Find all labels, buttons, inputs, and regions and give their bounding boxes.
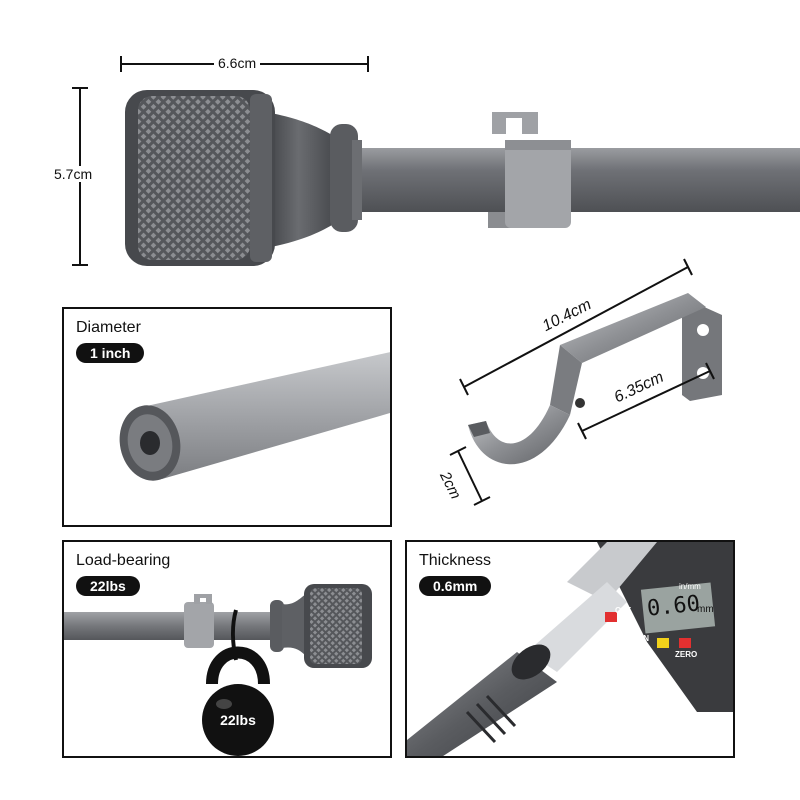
height-dimension-label: 5.7cm <box>50 166 97 182</box>
diameter-value-badge: 1 inch <box>76 343 145 363</box>
rod-end-illustration <box>119 352 390 481</box>
width-dimension-label: 6.6cm <box>214 55 261 71</box>
caliper-illustration <box>407 542 733 756</box>
load-value-badge: 22lbs <box>76 576 140 596</box>
caliper-display-unit: mm <box>697 604 714 615</box>
kettlebell-weight-label: 22lbs <box>220 712 256 728</box>
caliper-off-button: OFF <box>615 606 631 615</box>
caliper-unit-label: in/mm <box>679 582 701 591</box>
bracket-illustration <box>449 258 722 506</box>
thickness-title: Thickness <box>419 552 492 569</box>
top-product-view: 6.6cm 5.7cm <box>0 0 800 290</box>
caliper-zero-button: ZERO <box>675 650 698 659</box>
diameter-title: Diameter <box>76 319 141 336</box>
caliper-on-button: ON <box>637 634 649 643</box>
load-title: Load-bearing <box>76 552 171 569</box>
thickness-panel: Thickness 0.6mm in/mm 0.60 mm OFF ON ZER… <box>405 540 735 758</box>
rod-finial-illustration <box>72 56 800 266</box>
bracket-view: 10.4cm 6.35cm 2cm <box>420 255 800 525</box>
load-illustration <box>64 584 372 756</box>
diameter-panel: Diameter 1 inch <box>62 307 392 527</box>
thickness-value-badge: 0.6mm <box>419 576 492 596</box>
load-bearing-panel: Load-bearing 22lbs 22lbs <box>62 540 392 758</box>
